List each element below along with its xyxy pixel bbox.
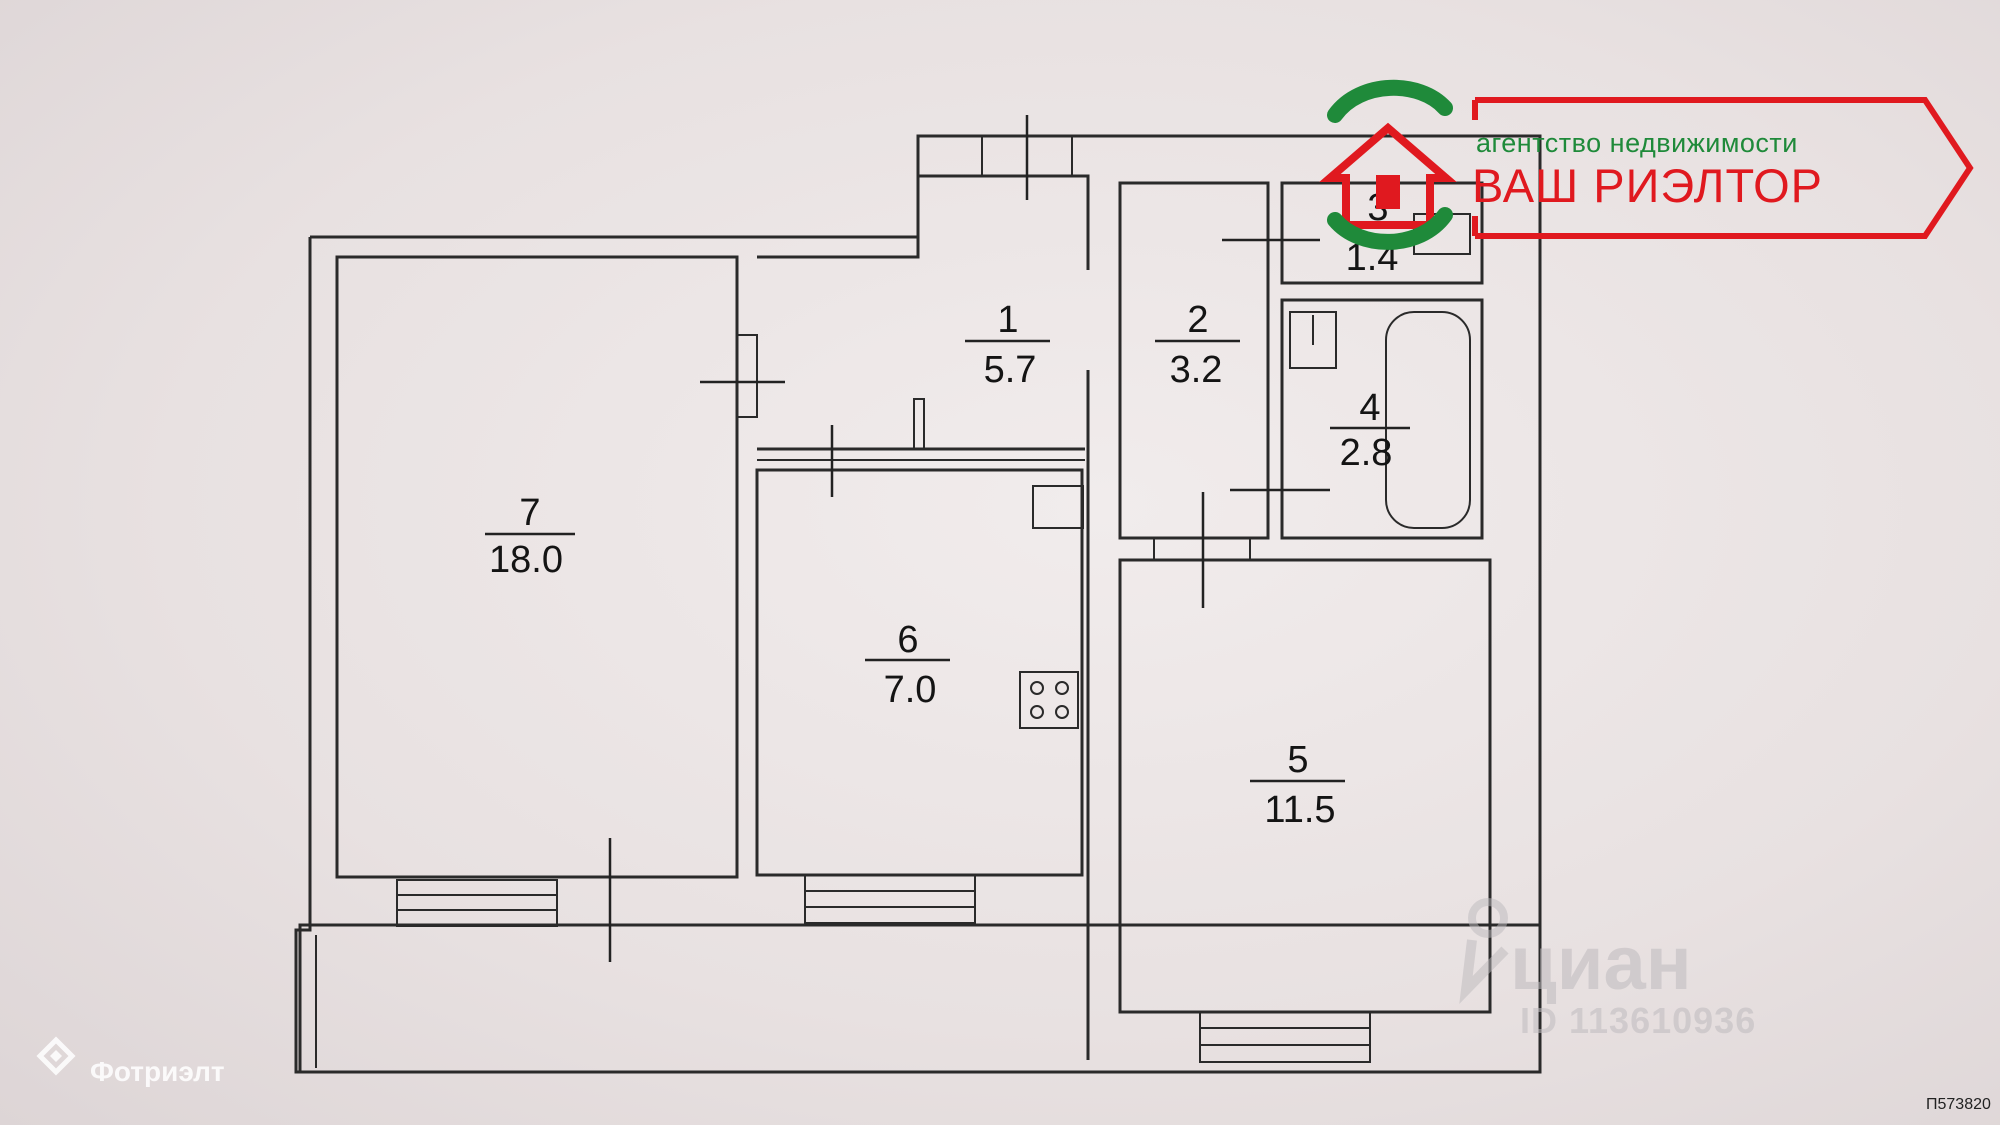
svg-text:4: 4: [1359, 387, 1380, 429]
room-5-walls: [1118, 558, 1492, 1063]
svg-text:2.8: 2.8: [1340, 432, 1393, 474]
svg-text:1: 1: [997, 299, 1018, 341]
photorealt-logo-icon: [36, 1036, 76, 1076]
svg-text:2: 2: [1187, 299, 1208, 341]
door-marks: [608, 115, 1330, 962]
cian-id-watermark: ID 113610936: [1520, 1000, 1757, 1041]
agency-logo: [1319, 79, 1974, 250]
svg-text:11.5: 11.5: [1264, 789, 1335, 831]
room-label-2: 2 3.2: [1155, 299, 1240, 391]
room-label-5: 5 11.5: [1250, 739, 1345, 831]
photorealt-watermark: Фотриэлт: [90, 1056, 225, 1087]
kitchen-walls: [755, 468, 1084, 924]
svg-text:18.0: 18.0: [489, 539, 563, 581]
cian-pin-icon: [1459, 898, 1509, 1005]
svg-text:5: 5: [1287, 739, 1308, 781]
cian-watermark: циан: [1510, 921, 1692, 1006]
agency-tagline: агентство недвижимости: [1476, 128, 1798, 158]
svg-text:3.2: 3.2: [1170, 349, 1223, 391]
svg-text:7: 7: [519, 492, 540, 534]
agency-name: ВАШ РИЭЛТОР: [1472, 159, 1823, 212]
house-icon: [1319, 79, 1457, 250]
room-label-4: 4 2.8: [1330, 387, 1410, 474]
svg-text:6: 6: [897, 619, 918, 661]
room-label-1: 1 5.7: [965, 299, 1050, 391]
room-7-walls: [335, 255, 758, 927]
plan-code: П573820: [1926, 1096, 1991, 1113]
hall-walls: [757, 135, 1270, 1060]
svg-text:5.7: 5.7: [984, 349, 1037, 391]
room-label-6: 6 7.0: [865, 619, 950, 711]
room-label-7: 7 18.0: [485, 492, 575, 581]
svg-text:7.0: 7.0: [884, 669, 937, 711]
